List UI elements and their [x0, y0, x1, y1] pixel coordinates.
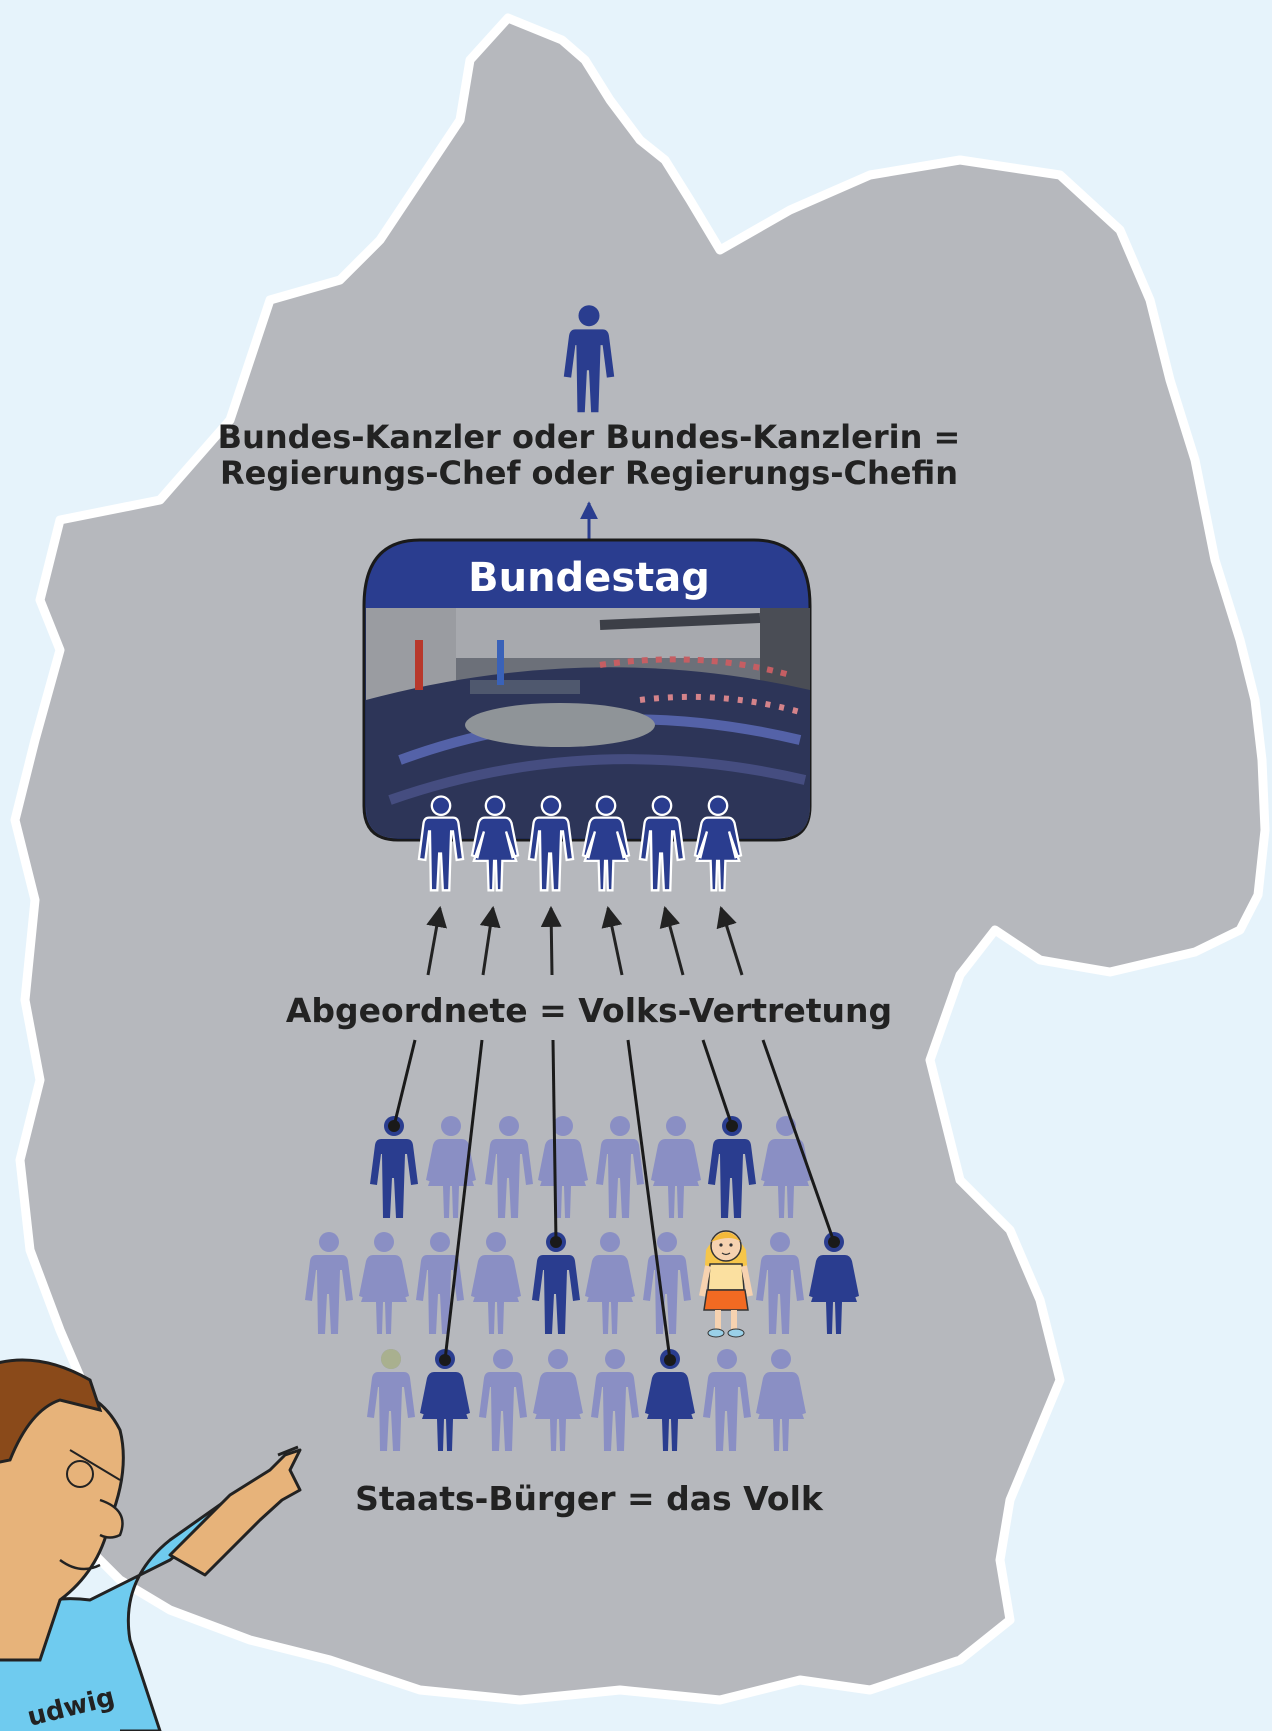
deputies-label: Abgeordnete = Volks-Vertretung — [286, 991, 892, 1030]
deputy-arrows — [426, 905, 744, 976]
citizens-crowd — [305, 1116, 859, 1451]
bundestag-photo — [366, 608, 810, 838]
election-dots — [388, 1120, 840, 1366]
chancellor-label-line2: Regierungs-Chef oder Regierungs-Chefin — [220, 454, 958, 492]
pointing-man-icon — [0, 1358, 302, 1731]
election-lines — [392, 1039, 836, 1361]
girl-cartoon-icon — [699, 1230, 753, 1338]
chancellor-label-line1: Bundes-Kanzler oder Bundes-Kanzlerin = — [218, 418, 961, 456]
bundestag-title: Bundestag — [468, 555, 710, 601]
citizens-label: Staats-Bürger = das Volk — [355, 1479, 824, 1518]
bundestag-box — [362, 538, 812, 842]
